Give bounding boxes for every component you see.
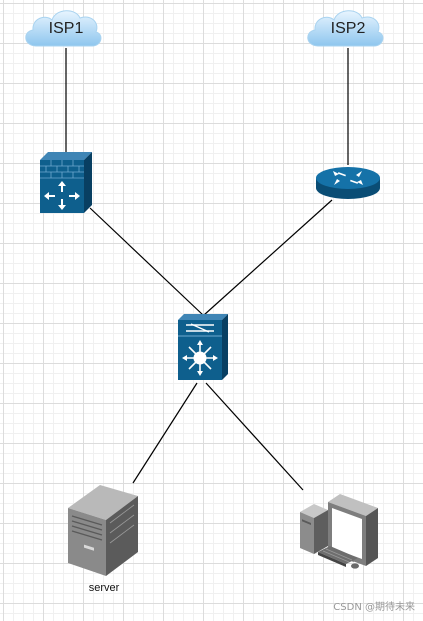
links [65,48,349,491]
link-firewall-switch [89,207,204,316]
watermark-text: CSDN @期待未来 [333,602,415,613]
cloud-icon [307,10,384,47]
link-switch-server [132,382,198,484]
core-switch-node[interactable] [178,314,228,380]
isp2-node[interactable]: ISP2 [307,10,384,47]
isp1-node[interactable]: ISP1 [25,10,102,47]
firewall-icon [40,152,92,213]
server-tower-icon [68,485,138,576]
layer3-switch-icon [178,314,228,380]
server-label: server [89,582,120,594]
router-node[interactable] [316,167,380,199]
cloud-icon [25,10,102,47]
isp2-label: ISP2 [331,20,366,37]
link-switch-pc [205,382,304,491]
link-router-switch [203,199,333,316]
isp1-label: ISP1 [49,20,84,37]
router-icon [316,167,380,199]
desktop-pc-icon [300,494,378,569]
firewall-node[interactable] [40,152,92,213]
pc-node[interactable] [300,494,378,569]
server-node[interactable]: server [68,485,138,594]
